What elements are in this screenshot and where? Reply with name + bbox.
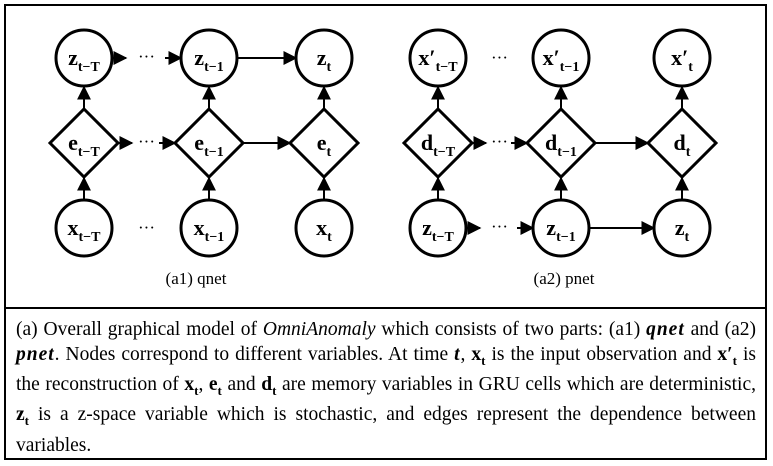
pnet-node-d-1 [524, 106, 598, 180]
pnet-node-d-1-label: dt−1 [545, 130, 577, 160]
pnet-node-z-1 [531, 198, 591, 258]
qnet-ellipsis: ··· [138, 132, 155, 151]
divider-line [6, 307, 765, 309]
pnet-node-xprime-2-label: x′t [671, 45, 693, 75]
qnet-node-z-0-label: zt−T [68, 45, 100, 75]
figure-caption: (a) Overall graphical model of OmniAnoma… [16, 319, 756, 456]
pnet-node-z-2-label: zt [675, 215, 690, 245]
pnet-node-xprime-0 [408, 28, 468, 88]
pnet-node-z-0-label: zt−T [422, 215, 454, 245]
qnet-node-x-1 [179, 198, 239, 258]
pnet-node-z-0 [408, 198, 468, 258]
qnet-node-z-0 [54, 28, 114, 88]
pnet-ellipsis: ··· [491, 217, 508, 236]
qnet-node-x-2-label: xt [316, 215, 332, 245]
pnet-node-d-0-label: dt−T [421, 130, 456, 160]
pnet-ellipsis: ··· [491, 132, 508, 151]
qnet-node-x-0-label: xt−T [68, 215, 102, 245]
qnet-node-x-1-label: xt−1 [194, 215, 225, 245]
qnet-node-z-2-label: zt [317, 45, 332, 75]
qnet-node-z-2 [294, 28, 354, 88]
pnet-node-xprime-1 [531, 28, 591, 88]
qnet-node-e-2-label: et [317, 130, 332, 160]
graphical-model-diagram: ··· ··· ··· zt−T zt−1 zt et−T et−1 et xt−T xt−1 xt (… [47, 28, 719, 288]
qnet-node-e-0-label: et−T [68, 130, 100, 160]
pnet-caption: (a2) pnet [534, 269, 595, 288]
qnet-node-e-1-label: et−1 [194, 130, 223, 160]
qnet-node-z-1-label: zt−1 [194, 45, 223, 75]
pnet-node-d-0 [401, 106, 475, 180]
pnet-node-d-2 [645, 106, 719, 180]
qnet-node-e-2 [287, 106, 361, 180]
qnet-node-z-1 [179, 28, 239, 88]
pnet-node-d-2-label: dt [674, 130, 691, 160]
qnet-node-e-1 [172, 106, 246, 180]
qnet-caption: (a1) qnet [166, 269, 227, 288]
qnet-node-e-0 [47, 106, 121, 180]
qnet-ellipsis: ··· [138, 47, 155, 66]
pnet-node-xprime-1-label: x′t−1 [543, 45, 580, 75]
pnet-node-z-1-label: zt−1 [546, 215, 575, 245]
figure-frame: ··· ··· ··· zt−T zt−1 zt et−T et−1 et xt−T xt−1 xt (… [4, 4, 767, 460]
pnet-node-z-2 [652, 198, 712, 258]
qnet-node-x-0 [54, 198, 114, 258]
pnet-ellipsis: ··· [491, 48, 508, 67]
pnet-node-xprime-0-label: x′t−T [418, 45, 458, 75]
qnet-ellipsis: ··· [138, 218, 155, 237]
qnet-node-x-2 [294, 198, 354, 258]
pnet-node-xprime-2 [652, 28, 712, 88]
